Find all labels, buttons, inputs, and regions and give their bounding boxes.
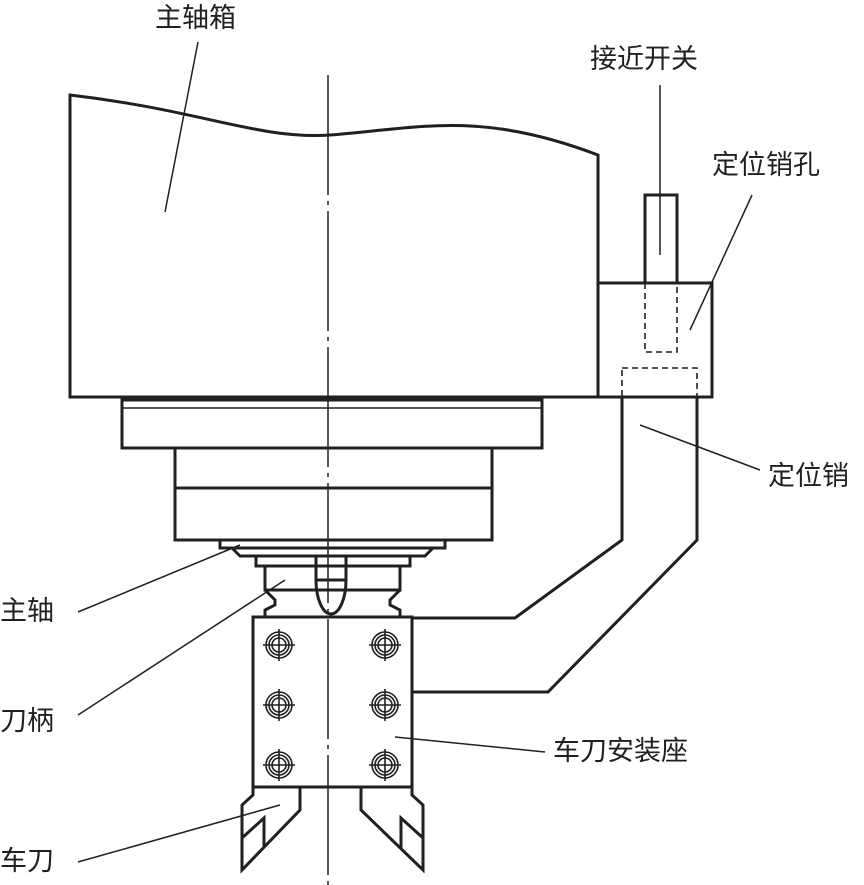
label-tool-holder: 刀柄: [0, 706, 54, 737]
side-block: [596, 281, 714, 399]
label-tool-mount: 车刀安装座: [553, 736, 688, 767]
screw-icon: [263, 629, 295, 661]
screw-icon: [263, 689, 295, 721]
proximity-switch: [643, 193, 679, 283]
tool-holder: [254, 556, 412, 617]
turning-tool-left: [240, 787, 302, 874]
proximity-switch-hidden: [644, 283, 678, 353]
label-spindle: 主轴: [0, 596, 54, 627]
pin-hole: [621, 367, 698, 398]
headstock: [68, 93, 600, 399]
leader-lines: [77, 41, 761, 863]
screw-icon: [369, 689, 401, 721]
label-headstock: 主轴箱: [155, 3, 236, 34]
screw-icon: [263, 749, 295, 781]
pull-stud: [314, 556, 348, 616]
label-proximity-switch: 接近开关: [590, 44, 698, 75]
turning-tool-right: [359, 787, 425, 874]
label-pin-hole: 定位销孔: [712, 150, 820, 181]
spindle-nose: [218, 540, 447, 558]
locating-pin: [412, 397, 699, 694]
label-locating-pin: 定位销: [768, 461, 849, 492]
tool-mount-block: [251, 615, 414, 789]
label-turning-tool: 车刀: [0, 846, 54, 877]
screw-icon: [369, 749, 401, 781]
screw-icon: [369, 629, 401, 661]
spindle-body: [173, 446, 494, 542]
